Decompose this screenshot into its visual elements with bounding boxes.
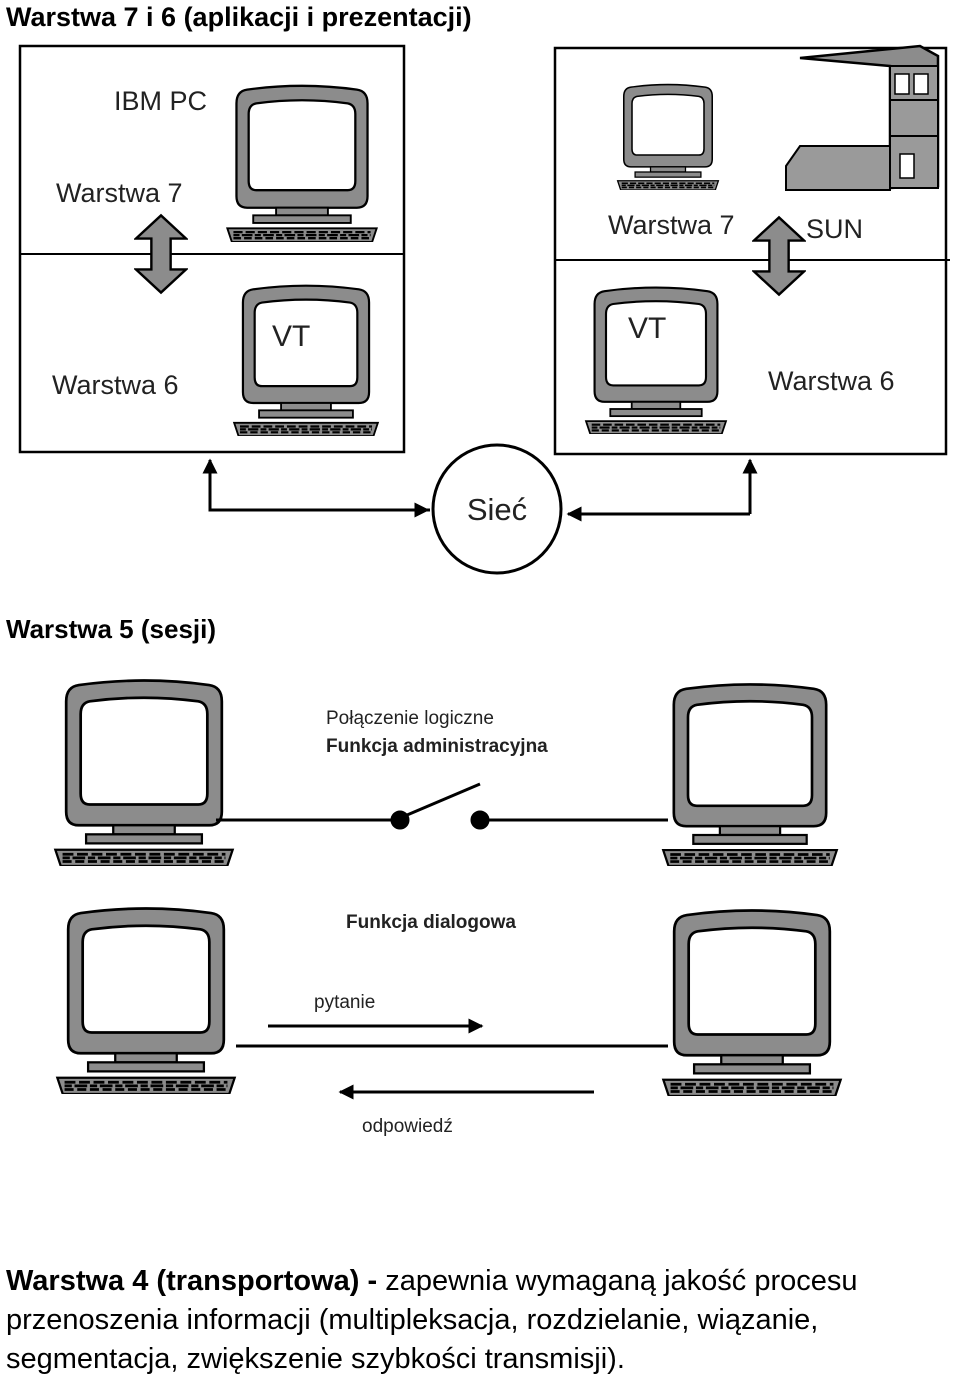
session-computer-icon-bottom-left: [55, 906, 237, 1094]
section2-heading: Warstwa 5 (sesji): [6, 614, 217, 644]
session-computer-icon-top-left: [53, 678, 235, 866]
logical-connection-label: Połączenie logiczne: [326, 708, 494, 729]
server-tower-icon: [785, 44, 940, 191]
answer-label: odpowiedź: [362, 1116, 453, 1137]
session-computer-icon-bottom-right: [661, 908, 843, 1096]
sun-label: SUN: [806, 214, 863, 244]
section1-heading: Warstwa 7 i 6 (aplikacji i prezentacji): [6, 2, 472, 32]
right-lower-layer-label: Warstwa 6: [768, 366, 895, 396]
session-computer-icon-top-right: [661, 682, 839, 866]
question-label: pytanie: [314, 992, 375, 1013]
network-circle: [431, 443, 563, 575]
right-vt-label: VT: [628, 312, 666, 345]
left-lower-layer-label: Warstwa 6: [52, 370, 179, 400]
ibm-pc-label: IBM PC: [114, 86, 207, 116]
transport-layer-title: Warstwa 4 (transportowa) -: [6, 1265, 378, 1297]
network-label: Sieć: [467, 492, 527, 527]
dialog-arrows: [236, 1018, 668, 1100]
logical-switch: [216, 782, 668, 830]
admin-function-label: Funkcja administracyjna: [326, 736, 548, 757]
sun-box: Warstwa 7 SUN Warstwa 6 VT: [553, 44, 950, 456]
application-presentation-diagram: IBM PC Warstwa 7 Warstwa 6 VT Warstwa 7 …: [18, 44, 950, 575]
network-links: [202, 458, 758, 522]
ibm-pc-box: IBM PC Warstwa 7 Warstwa 6 VT: [18, 44, 406, 454]
left-upper-layer-label: Warstwa 7: [56, 178, 183, 208]
session-layer-diagram: Połączenie logiczne Funkcja administracy…: [53, 678, 843, 1137]
right-upper-layer-label: Warstwa 7: [608, 210, 735, 240]
left-vt-label: VT: [272, 320, 310, 353]
dialog-function-label: Funkcja dialogowa: [346, 912, 516, 933]
transport-layer-description: zapewnia wymaganą jakość procesu przenos…: [6, 1265, 858, 1375]
transport-layer-paragraph: Warstwa 4 (transportowa) - zapewnia wyma…: [6, 1262, 956, 1379]
